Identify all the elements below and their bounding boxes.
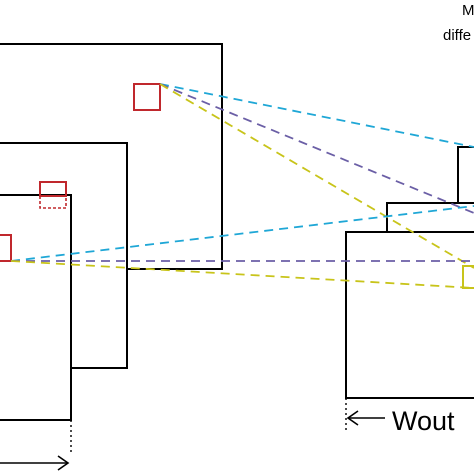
ray-cyan-back: [159, 83, 474, 148]
ray-purple-back: [159, 83, 474, 214]
ray-cyan-front: [10, 205, 474, 262]
corner-note-line-1: M: [462, 2, 474, 19]
kernel-window-middle-hidden: [39, 196, 67, 209]
kernel-window-front: [0, 234, 12, 262]
ray-olive-front: [10, 260, 474, 289]
output-neuron-cell: [462, 265, 474, 289]
kernel-window-back: [133, 83, 161, 111]
input-map-front: [0, 194, 72, 421]
input-width-arrow-head: [57, 455, 70, 471]
output-map-front: [345, 231, 474, 399]
output-width-label: Wout: [392, 406, 455, 436]
ray-olive-back: [159, 83, 474, 269]
kernel-window-middle: [39, 181, 67, 197]
output-width-arrow-head: [346, 410, 359, 426]
corner-note-line-2: diffe: [443, 27, 471, 44]
